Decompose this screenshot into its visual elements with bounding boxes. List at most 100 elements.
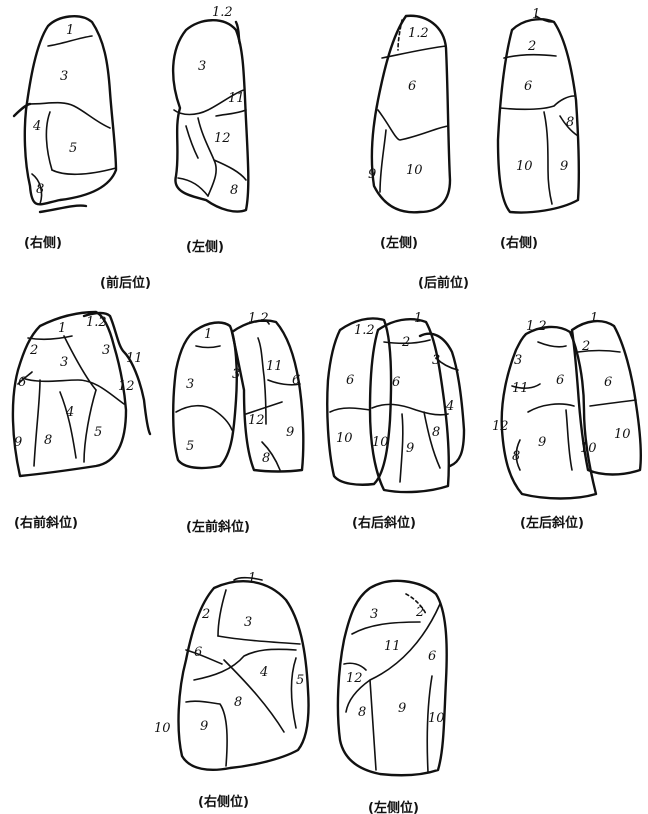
rpo-seg-3: 3 bbox=[432, 353, 440, 368]
rpo-seg-8: 8 bbox=[432, 425, 440, 440]
rlat-seg-6: 6 bbox=[194, 645, 202, 660]
rpo-seg-1-2: 1.2 bbox=[354, 323, 375, 338]
rao-seg-9: 9 bbox=[14, 435, 22, 450]
caption-pa-right: (右侧) bbox=[500, 235, 538, 251]
rlat-seg-1: 1 bbox=[248, 571, 256, 586]
ap-right-seg-5: 5 bbox=[69, 141, 77, 156]
lao-seg-12: 12 bbox=[248, 413, 265, 428]
rlat-lung: 1 2 3 6 4 5 8 10 9 bbox=[154, 571, 309, 770]
pa-right-seg-8: 8 bbox=[566, 115, 574, 130]
lpo-seg-6a: 6 bbox=[556, 373, 564, 388]
pa-left-seg-6: 6 bbox=[408, 79, 416, 94]
caption-rlat: (右侧位) bbox=[198, 794, 249, 810]
lao-seg-3b: 3 bbox=[232, 367, 240, 382]
llat-seg-11: 11 bbox=[384, 639, 401, 654]
llat-seg-2: 2 bbox=[415, 605, 424, 620]
llat-seg-10: 10 bbox=[428, 711, 445, 726]
lao-seg-1: 1 bbox=[204, 327, 212, 342]
caption-pa-title: (后前位) bbox=[418, 275, 469, 291]
lpo-seg-10b: 10 bbox=[614, 427, 631, 442]
lpo-seg-10a: 10 bbox=[580, 441, 597, 456]
rao-seg-6: 6 bbox=[18, 375, 26, 390]
caption-rao: (右前斜位) bbox=[14, 515, 78, 531]
rao-seg-3a: 3 bbox=[60, 355, 68, 370]
rlat-seg-5: 5 bbox=[296, 673, 304, 688]
caption-ap-left: (左侧) bbox=[186, 239, 224, 255]
rpo-seg-2: 2 bbox=[401, 335, 410, 350]
pa-right-seg-10: 10 bbox=[516, 159, 533, 174]
rao-seg-2: 2 bbox=[29, 343, 38, 358]
ap-right-seg-1: 1 bbox=[66, 23, 74, 38]
ap-right-seg-4: 4 bbox=[32, 119, 41, 134]
llat-seg-3: 3 bbox=[370, 607, 378, 622]
pa-right-lung: 1 2 6 8 10 9 bbox=[498, 7, 579, 213]
ap-right-seg-8: 8 bbox=[36, 182, 44, 197]
lpo-seg-3: 3 bbox=[514, 353, 522, 368]
rao-lungs: 1 1.2 2 3 3 11 12 6 4 9 8 5 bbox=[13, 312, 150, 476]
lao-seg-3a: 3 bbox=[186, 377, 194, 392]
rlat-seg-2: 2 bbox=[201, 607, 210, 622]
rao-seg-5: 5 bbox=[94, 425, 102, 440]
rpo-seg-9: 9 bbox=[406, 441, 414, 456]
lpo-seg-1-2: 1.2 bbox=[526, 319, 547, 334]
rlat-seg-8: 8 bbox=[234, 695, 242, 710]
rpo-seg-4: 4 bbox=[445, 399, 454, 414]
rpo-seg-10a: 10 bbox=[336, 431, 353, 446]
caption-lpo: (左后斜位) bbox=[520, 515, 584, 531]
pa-left-lung: 1.2 6 9 10 bbox=[368, 16, 450, 213]
ap-left-seg-1-2: 1.2 bbox=[212, 5, 233, 20]
pa-right-seg-2: 2 bbox=[527, 39, 536, 54]
ap-right-lung: 1 3 4 5 8 bbox=[14, 16, 116, 212]
rao-seg-1: 1 bbox=[58, 321, 66, 336]
rpo-lungs: 1.2 1 2 3 6 6 4 10 10 8 9 bbox=[327, 311, 464, 492]
caption-rpo: (右后斜位) bbox=[352, 515, 416, 531]
lao-lungs: 1 1.2 3 3 11 6 12 5 9 8 bbox=[173, 311, 303, 472]
caption-ap-right: (右侧) bbox=[24, 235, 62, 251]
rlat-seg-9: 9 bbox=[200, 719, 208, 734]
llat-lung: 3 2 11 6 12 8 9 10 bbox=[338, 581, 447, 775]
lao-seg-6: 6 bbox=[292, 373, 300, 388]
rpo-seg-6a: 6 bbox=[346, 373, 354, 388]
rao-seg-12: 12 bbox=[118, 379, 135, 394]
lpo-seg-11: 11 bbox=[512, 381, 529, 396]
caption-lao: (左前斜位) bbox=[186, 519, 250, 535]
rao-seg-4: 4 bbox=[65, 405, 74, 420]
llat-seg-12: 12 bbox=[346, 671, 363, 686]
rpo-seg-1: 1 bbox=[414, 311, 422, 326]
pa-left-seg-10: 10 bbox=[406, 163, 423, 178]
ap-left-seg-3: 3 bbox=[198, 59, 206, 74]
lpo-seg-9: 9 bbox=[538, 435, 546, 450]
ap-left-lung: 1.2 3 11 12 8 bbox=[173, 5, 248, 212]
lao-seg-5: 5 bbox=[186, 439, 194, 454]
rlat-seg-3: 3 bbox=[244, 615, 252, 630]
ap-left-seg-12: 12 bbox=[214, 131, 231, 146]
lpo-seg-6b: 6 bbox=[604, 375, 612, 390]
rlat-seg-10: 10 bbox=[154, 721, 171, 736]
caption-llat: (左侧位) bbox=[368, 800, 419, 814]
rao-seg-8: 8 bbox=[44, 433, 52, 448]
lpo-seg-8: 8 bbox=[512, 449, 520, 464]
llat-seg-6: 6 bbox=[428, 649, 436, 664]
lpo-seg-12: 12 bbox=[492, 419, 509, 434]
lao-seg-8: 8 bbox=[262, 451, 270, 466]
rao-seg-1-2: 1.2 bbox=[86, 315, 107, 330]
pa-right-seg-9: 9 bbox=[560, 159, 568, 174]
caption-ap-title: (前后位) bbox=[100, 275, 151, 291]
rao-seg-3b: 3 bbox=[102, 343, 110, 358]
rpo-seg-6b: 6 bbox=[392, 375, 400, 390]
lpo-seg-2: 2 bbox=[581, 339, 590, 354]
lao-seg-11: 11 bbox=[266, 359, 283, 374]
llat-seg-9: 9 bbox=[398, 701, 406, 716]
pa-right-seg-1: 1 bbox=[532, 7, 540, 22]
pa-left-seg-9: 9 bbox=[368, 167, 376, 182]
ap-left-seg-11: 11 bbox=[228, 91, 245, 106]
ap-right-seg-3: 3 bbox=[60, 69, 68, 84]
llat-seg-8: 8 bbox=[358, 705, 366, 720]
pa-right-seg-6: 6 bbox=[524, 79, 532, 94]
rao-seg-11: 11 bbox=[126, 351, 143, 366]
rlat-seg-4: 4 bbox=[259, 665, 268, 680]
lao-seg-1-2: 1.2 bbox=[248, 311, 269, 326]
pa-left-seg-1-2: 1.2 bbox=[408, 26, 429, 41]
lpo-lungs: 1.2 1 3 2 11 6 6 12 9 10 10 8 bbox=[492, 311, 641, 499]
